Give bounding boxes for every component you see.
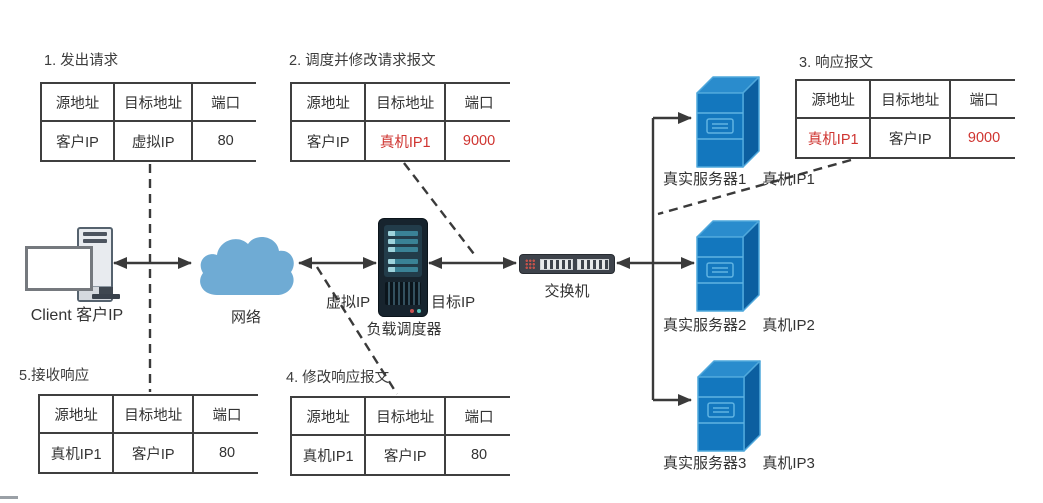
server2-label: 真实服务器2 真机IP2	[663, 314, 815, 335]
table1-src: 客户IP	[42, 122, 114, 160]
server3-label: 真实服务器3 真机IP3	[663, 452, 815, 473]
virtual-ip-label: 虚拟IP	[326, 294, 371, 311]
table3-port: 9000	[951, 119, 1017, 157]
switch-port-group	[576, 258, 609, 270]
real-server2-icon	[696, 220, 760, 312]
server-front-face	[696, 92, 744, 168]
server-front-face	[696, 236, 744, 312]
packet-table-3: 源地址 目标地址 端口 真机IP1 客户IP 9000	[795, 79, 1017, 159]
switch-port-group	[540, 258, 573, 270]
balancer-bar	[388, 259, 418, 264]
led-red	[410, 309, 414, 313]
real-server1-icon	[696, 76, 760, 168]
table1-header-dst: 目标地址	[115, 84, 192, 120]
table2-src: 客户IP	[292, 122, 365, 160]
step5-title: 5.接收响应	[19, 368, 90, 384]
monitor-stand	[99, 287, 113, 295]
step2-title: 2. 调度并修改请求报文	[289, 53, 436, 69]
switch-icon	[519, 254, 615, 274]
table4-dst: 客户IP	[366, 436, 445, 474]
tower-slot	[83, 232, 107, 236]
table3-src: 真机IP1	[797, 119, 870, 157]
table4-header-src: 源地址	[292, 398, 365, 434]
packet-table-2: 源地址 目标地址 端口 客户IP 真机IP1 9000	[290, 82, 512, 162]
server-front-details	[697, 112, 743, 140]
step3-title: 3. 响应报文	[799, 55, 874, 71]
table4-header-dst: 目标地址	[366, 398, 445, 434]
table2-header-dst: 目标地址	[366, 84, 445, 120]
network-cloud-icon	[200, 236, 294, 295]
server-front-face	[697, 376, 745, 452]
table1-port: 80	[193, 122, 258, 160]
table3-header-src: 源地址	[797, 81, 870, 117]
table2-dst: 真机IP1	[366, 122, 445, 160]
cloud-shape	[200, 236, 294, 295]
switch-vent	[525, 258, 536, 270]
load-balancer-label: 负载调度器	[366, 321, 442, 338]
table1-dst: 虚拟IP	[115, 122, 192, 160]
balancer-leds	[410, 309, 421, 313]
table5-header-src: 源地址	[40, 396, 113, 432]
server1-ip: 真机IP1	[762, 171, 815, 188]
packet-table-5: 源地址 目标地址 端口 真机IP1 客户IP 80	[38, 394, 260, 474]
client-monitor-icon	[25, 246, 93, 291]
server-front-details	[698, 396, 744, 424]
balancer-bar	[388, 247, 418, 252]
table5-header-dst: 目标地址	[114, 396, 193, 432]
step1-title: 1. 发出请求	[44, 53, 119, 69]
client-label: Client 客户IP	[30, 307, 124, 324]
tower-slot	[83, 239, 107, 243]
balancer-panel	[384, 225, 422, 277]
server1-name: 真实服务器1	[663, 171, 747, 188]
table3-header-dst: 目标地址	[871, 81, 950, 117]
balancer-bar	[388, 239, 418, 244]
table5-header-port: 端口	[194, 396, 260, 432]
server-front-details	[697, 256, 743, 284]
table4-header-port: 端口	[446, 398, 512, 434]
table2-header-port: 端口	[446, 84, 512, 120]
table4-src: 真机IP1	[292, 436, 365, 474]
balancer-bar	[388, 231, 418, 236]
cropped-ui-fragment	[0, 496, 18, 499]
load-balancer-icon	[378, 218, 428, 317]
balancer-grille	[385, 282, 421, 305]
server-side-face	[742, 76, 760, 168]
server3-ip: 真机IP3	[762, 455, 815, 472]
table1-header-src: 源地址	[42, 84, 114, 120]
table5-dst: 客户IP	[114, 434, 193, 472]
table5-port: 80	[194, 434, 260, 472]
step4-title: 4. 修改响应报文	[286, 370, 390, 386]
real-server3-icon	[697, 360, 761, 452]
table2-port: 9000	[446, 122, 512, 160]
server1-label: 真实服务器1 真机IP1	[663, 168, 815, 189]
switch-label: 交换机	[544, 283, 590, 300]
balancer-bar	[388, 267, 418, 272]
table4-port: 80	[446, 436, 512, 474]
target-ip-label: 目标IP	[431, 294, 476, 311]
packet-table-4: 源地址 目标地址 端口 真机IP1 客户IP 80	[290, 396, 512, 476]
table2-header-src: 源地址	[292, 84, 365, 120]
table5-src: 真机IP1	[40, 434, 113, 472]
table1-header-port: 端口	[193, 84, 258, 120]
server-side-face	[742, 220, 760, 312]
led-teal	[417, 309, 421, 313]
server-side-face	[743, 360, 761, 452]
table3-header-port: 端口	[951, 81, 1017, 117]
server2-name: 真实服务器2	[663, 317, 747, 334]
network-label: 网络	[230, 309, 261, 326]
packet-table-1: 源地址 目标地址 端口 客户IP 虚拟IP 80	[40, 82, 258, 162]
table3-dst: 客户IP	[871, 119, 950, 157]
server3-name: 真实服务器3	[663, 455, 747, 472]
monitor-stand-base	[92, 294, 120, 299]
server2-ip: 真机IP2	[762, 317, 815, 334]
